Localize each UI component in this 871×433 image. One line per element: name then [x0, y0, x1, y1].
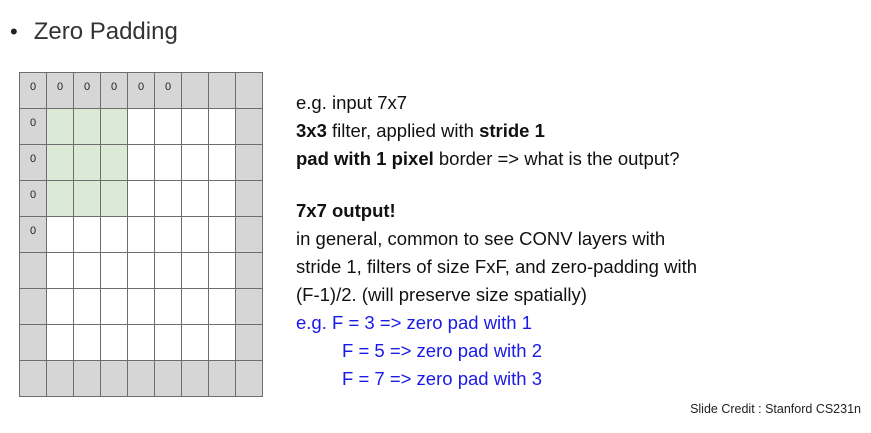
grid-cell: [208, 144, 236, 181]
grid-cell: [46, 324, 74, 361]
grid-cell: [154, 180, 182, 217]
grid-cell: [127, 180, 155, 217]
zero-pad-cell: 0: [19, 216, 47, 253]
grid-cell: [235, 180, 263, 217]
grid-cell: [19, 288, 47, 325]
grid-cell: [73, 252, 101, 289]
grid-cell: [181, 108, 209, 145]
grid-cell: [235, 288, 263, 325]
grid-cell: [19, 360, 47, 397]
grid-cell: [181, 180, 209, 217]
zero-pad-cell: 0: [127, 72, 155, 109]
grid-cell: [100, 144, 128, 181]
grid-cell: [100, 288, 128, 325]
grid-cell: [154, 144, 182, 181]
zero-pad-cell: 0: [19, 108, 47, 145]
slide-heading: • Zero Padding: [10, 18, 178, 46]
text-line-2: 3x3 filter, applied with stride 1: [296, 120, 545, 141]
zero-pad-cell: 0: [46, 72, 74, 109]
text-line-5: in general, common to see CONV layers wi…: [296, 228, 666, 249]
grid-cell: [181, 252, 209, 289]
slide-title: Zero Padding: [33, 18, 178, 45]
zero-pad-cell: 0: [100, 72, 128, 109]
grid-cell: [235, 72, 263, 109]
grid-cell: [235, 360, 263, 397]
grid-cell: [100, 216, 128, 253]
grid-cell: [208, 288, 236, 325]
bullet-marker: •: [10, 19, 18, 44]
text-line-1: e.g. input 7x7: [296, 92, 408, 113]
grid-cell: [19, 252, 47, 289]
grid-cell: [100, 252, 128, 289]
grid-cell: [127, 252, 155, 289]
grid-cell: [127, 324, 155, 361]
grid-cell: [208, 108, 236, 145]
grid-cell: [235, 252, 263, 289]
grid-cell: [73, 216, 101, 253]
zero-pad-cell: 0: [19, 72, 47, 109]
grid-cell: [100, 108, 128, 145]
grid-cell: [181, 72, 209, 109]
grid-cell: [100, 180, 128, 217]
example-line-3: F = 7 => zero pad with 3: [342, 368, 543, 389]
grid-cell: [127, 288, 155, 325]
grid-cell: [46, 288, 74, 325]
text-line-4: 7x7 output!: [296, 200, 396, 221]
grid-cell: [154, 108, 182, 145]
zero-pad-cell: 0: [154, 72, 182, 109]
grid-cell: [100, 324, 128, 361]
grid-cell: [235, 144, 263, 181]
text-line-3: pad with 1 pixel border => what is the o…: [296, 148, 680, 169]
grid-cell: [100, 360, 128, 397]
grid-cell: [154, 216, 182, 253]
grid-cell: [208, 252, 236, 289]
grid-cell: [46, 252, 74, 289]
grid-cell: [181, 360, 209, 397]
grid-cell: [127, 144, 155, 181]
grid-cell: [181, 144, 209, 181]
grid-cell: [208, 216, 236, 253]
grid-cell: [73, 360, 101, 397]
grid-cell: [235, 324, 263, 361]
grid-cell: [46, 216, 74, 253]
grid-cell: [46, 360, 74, 397]
grid-cell: [235, 108, 263, 145]
zero-pad-cell: 0: [73, 72, 101, 109]
zero-pad-cell: 0: [19, 144, 47, 181]
grid-cell: [154, 360, 182, 397]
grid-cell: [181, 288, 209, 325]
grid-cell: [46, 108, 74, 145]
example-line-2: F = 5 => zero pad with 2: [342, 340, 543, 361]
grid-cell: [73, 108, 101, 145]
grid-cell: [73, 324, 101, 361]
grid-cell: [208, 72, 236, 109]
grid-cell: [73, 288, 101, 325]
grid-cell: [73, 144, 101, 181]
grid-cell: [154, 252, 182, 289]
text-line-6: stride 1, filters of size FxF, and zero-…: [296, 256, 698, 277]
grid-cell: [181, 216, 209, 253]
text-line-7: (F-1)/2. (will preserve size spatially): [296, 284, 587, 305]
grid-cell: [181, 324, 209, 361]
grid-cell: [46, 180, 74, 217]
grid-cell: [19, 324, 47, 361]
grid-cell: [154, 324, 182, 361]
grid-cell: [208, 324, 236, 361]
zero-pad-cell: 0: [19, 180, 47, 217]
grid-cell: [235, 216, 263, 253]
grid-cell: [208, 180, 236, 217]
grid-cell: [127, 108, 155, 145]
grid-cell: [73, 180, 101, 217]
slide-credit: Slide Credit : Stanford CS231n: [690, 402, 861, 416]
example-line-1: e.g. F = 3 => zero pad with 1: [296, 312, 533, 333]
grid-cell: [46, 144, 74, 181]
grid-cell: [154, 288, 182, 325]
explanation-text: e.g. input 7x7 3x3 filter, applied with …: [296, 89, 697, 393]
grid-cell: [127, 216, 155, 253]
grid-cell: [127, 360, 155, 397]
grid-cell: [208, 360, 236, 397]
